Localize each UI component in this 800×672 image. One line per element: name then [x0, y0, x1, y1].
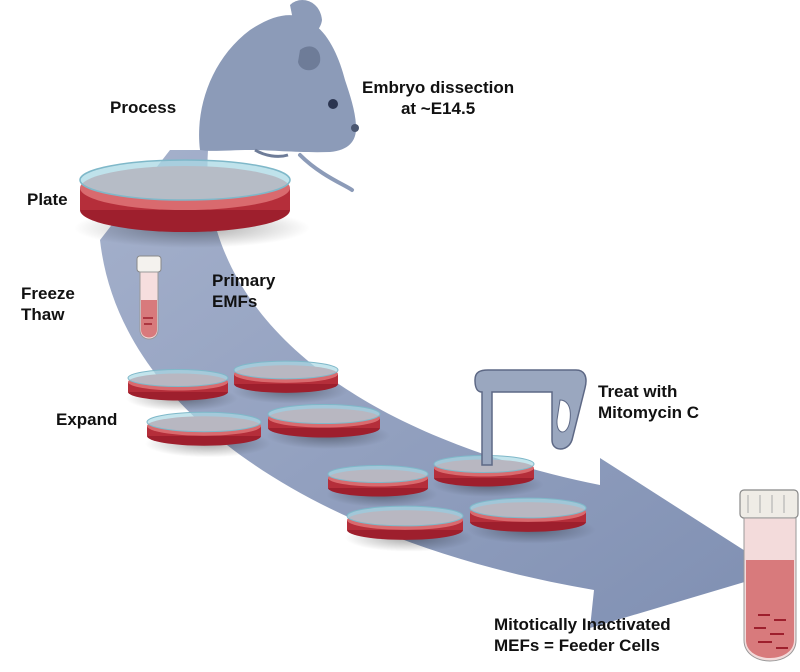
label-process: Process [110, 98, 177, 117]
label-result-line2: MEFs = Feeder Cells [494, 636, 660, 655]
process-arrow [100, 150, 778, 628]
expand-dish-group [126, 360, 596, 552]
label-feeder-cells: Mitotically Inactivated MEFs = Feeder Ce… [494, 614, 671, 656]
pipette-icon [474, 369, 587, 466]
petri-dish-icon [266, 403, 390, 450]
mouse-icon [199, 0, 359, 192]
petri-dish-icon [326, 465, 438, 507]
petri-dish-icon [74, 159, 310, 248]
label-freeze: Freeze [21, 284, 75, 303]
label-primary-emfs: Primary EMFs [212, 270, 275, 312]
label-freeze-thaw: Freeze Thaw [21, 283, 75, 325]
petri-dish-icon [126, 369, 238, 411]
cryovial-icon [136, 255, 162, 340]
petri-dish-icon [232, 360, 348, 404]
label-thaw: Thaw [21, 305, 65, 324]
label-primary-line2: EMFs [212, 292, 258, 311]
label-treat-line1: Treat with [598, 382, 678, 401]
label-treat-mitomycin: Treat with Mitomycin C [598, 381, 699, 423]
petri-dish-icon [345, 505, 473, 552]
label-plate: Plate [27, 190, 68, 209]
petri-dish-icon [145, 411, 271, 458]
label-embryo-dissection: Embryo dissection at ~E14.5 [362, 77, 514, 119]
label-primary-line1: Primary [212, 271, 276, 290]
label-treat-line2: Mitomycin C [598, 403, 700, 422]
label-embryo-line1: Embryo dissection [362, 78, 515, 97]
label-expand: Expand [56, 410, 118, 429]
culture-tube-icon [739, 489, 799, 662]
label-embryo-line2: at ~E14.5 [400, 99, 476, 118]
petri-dish-icon [468, 497, 596, 544]
label-result-line1: Mitotically Inactivated [494, 615, 671, 634]
